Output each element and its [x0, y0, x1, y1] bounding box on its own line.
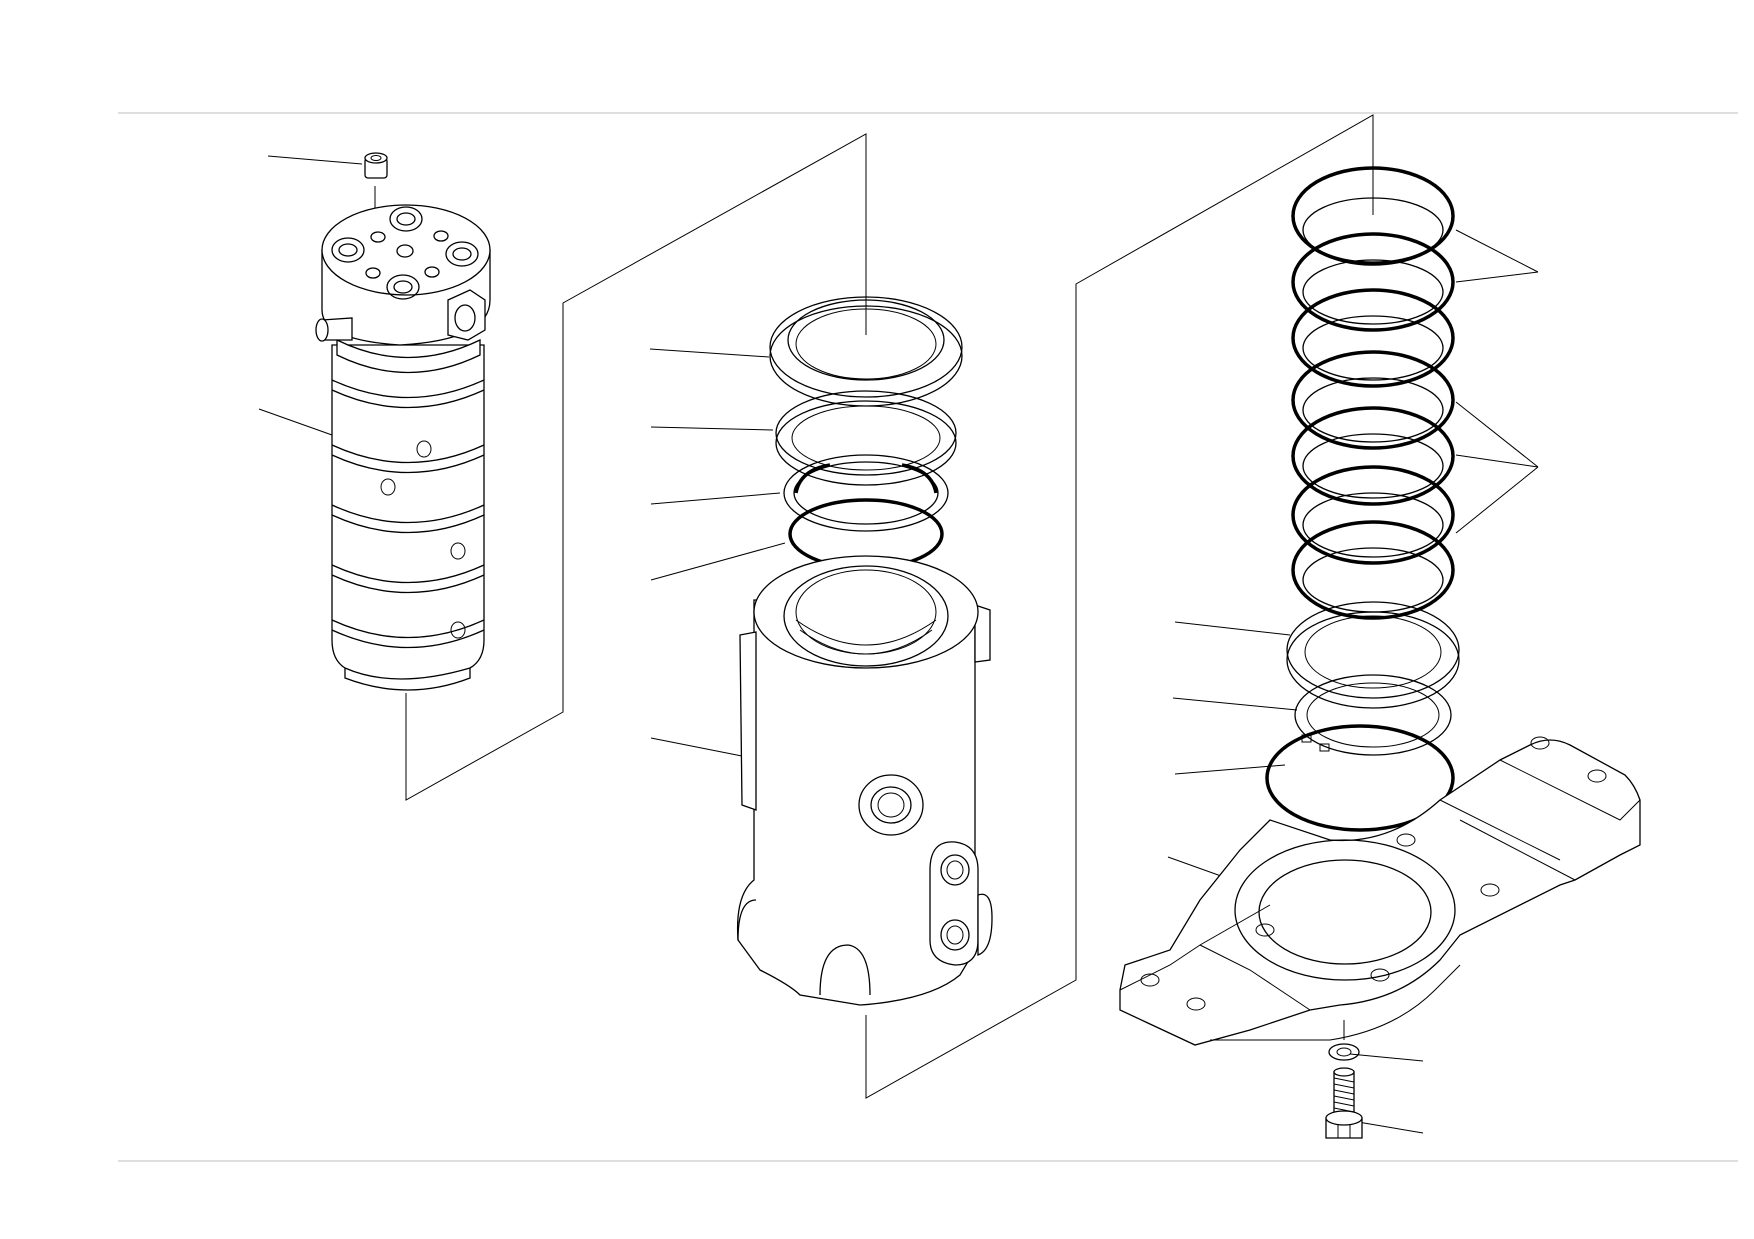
frame-rules — [118, 112, 1738, 1162]
backup-ring — [775, 390, 957, 486]
cover-bracket — [1119, 736, 1641, 1046]
washer — [1328, 1020, 1360, 1061]
split-ring — [783, 454, 949, 532]
swivel-shaft — [315, 204, 491, 691]
assembly-boundary-lines — [405, 114, 1374, 1099]
large-o-ring — [1265, 724, 1455, 832]
thrust-plate — [1286, 601, 1460, 709]
bolt — [1325, 1067, 1363, 1139]
set-screw — [364, 152, 388, 179]
swivel-housing — [736, 555, 993, 1006]
seal-ring-stack — [1291, 166, 1455, 620]
